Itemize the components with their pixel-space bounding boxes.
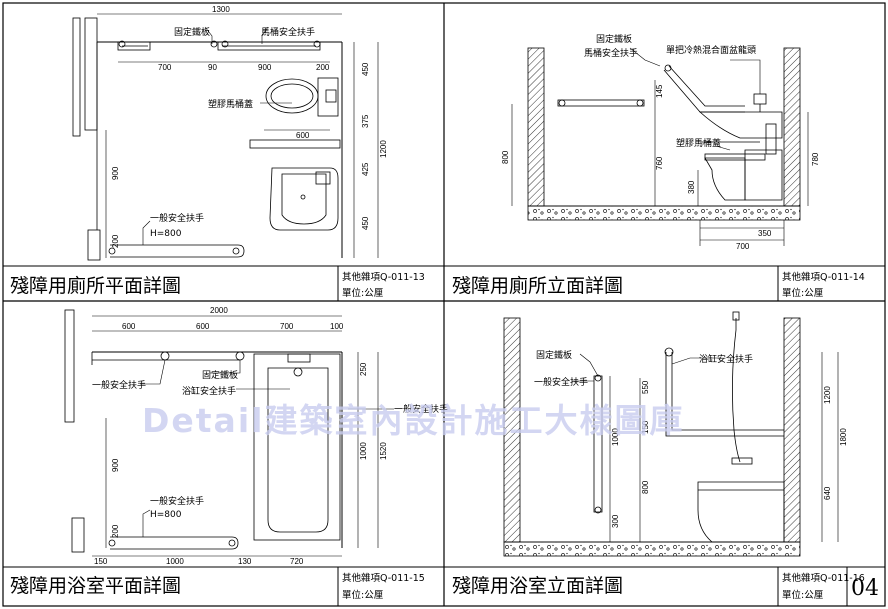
bath-plan-dim-top: 2000 bbox=[210, 306, 228, 315]
toilet-plan-dim-900: 900 bbox=[258, 63, 272, 72]
toilet-plan-drawing bbox=[72, 13, 379, 261]
watermark: Detail建築室內設計施工大樣圖庫 bbox=[142, 401, 684, 440]
toilet-plan-dim-375: 375 bbox=[361, 114, 370, 128]
panel3-code: 其他雜項Q-011-15 bbox=[342, 572, 425, 584]
toilet-plan-dim-top: 1300 bbox=[212, 5, 230, 14]
bath-plan-dim-1520: 1520 bbox=[379, 442, 388, 460]
toilet-elev-dim-145: 145 bbox=[655, 84, 664, 98]
toilet-plan-dim-700: 700 bbox=[158, 63, 172, 72]
toilet-plan-dim-200v: 200 bbox=[111, 234, 120, 248]
bath-plan-general-rail-c-label: 一般安全扶手 bbox=[150, 495, 204, 507]
toilet-elev-dim-700: 700 bbox=[736, 242, 750, 251]
bath-elev-dim-1200: 1200 bbox=[823, 386, 832, 404]
toilet-elev-lid-label: 塑膠馬桶蓋 bbox=[676, 137, 721, 149]
panel4-code: 其他雜項Q-011-16 bbox=[782, 572, 865, 584]
bath-elev-dim-300: 300 bbox=[611, 514, 620, 528]
toilet-elev-fixed-plate-label: 固定鐵板 bbox=[596, 33, 632, 45]
bath-elev-tub-rail-label: 浴缸安全扶手 bbox=[699, 353, 753, 365]
toilet-plan-dim-425: 425 bbox=[361, 162, 370, 176]
bath-elev-general-rail-label: 一般安全扶手 bbox=[534, 376, 588, 388]
panel1-title: 殘障用廁所平面詳圖 bbox=[10, 274, 181, 297]
bath-elev-fixed-plate-label: 固定鐵板 bbox=[536, 349, 572, 361]
toilet-elev-dim-350: 350 bbox=[758, 229, 772, 238]
bath-elev-dim-1000: 1000 bbox=[611, 428, 620, 446]
toilet-elev-toilet-rail-label: 馬桶安全扶手 bbox=[584, 47, 638, 59]
bath-plan-dim-130: 130 bbox=[238, 557, 252, 566]
panel2-code: 其他雜項Q-011-14 bbox=[782, 271, 865, 283]
panel4-unit: 單位:公厘 bbox=[782, 589, 824, 601]
toilet-elev-dim-780: 780 bbox=[811, 152, 820, 166]
bath-plan-dim-600b: 600 bbox=[196, 322, 210, 331]
bath-plan-dim-1000: 1000 bbox=[166, 557, 184, 566]
toilet-elev-dim-800: 800 bbox=[501, 150, 510, 164]
bathroom-elevation-drawing bbox=[503, 311, 839, 557]
panel3-title: 殘障用浴室平面詳圖 bbox=[10, 575, 181, 597]
toilet-plan-dim-450a: 450 bbox=[361, 62, 370, 76]
bath-elev-dim-640: 640 bbox=[823, 486, 832, 500]
bath-elev-dim-550: 550 bbox=[641, 380, 650, 394]
toilet-plan-dim-1200: 1200 bbox=[379, 140, 388, 158]
toilet-elevation-drawing bbox=[511, 47, 809, 246]
bath-plan-dim-1000v: 1000 bbox=[359, 442, 368, 460]
toilet-plan-lid-label: 塑膠馬桶蓋 bbox=[208, 98, 253, 110]
toilet-elev-dim-380: 380 bbox=[687, 180, 696, 194]
toilet-plan-dim-90: 90 bbox=[208, 63, 217, 72]
bath-elev-dim-150: 150 bbox=[641, 420, 650, 434]
bath-plan-general-rail-a-label: 一般安全扶手 bbox=[92, 379, 146, 391]
bath-plan-dim-250: 250 bbox=[359, 362, 368, 376]
bath-plan-dim-600a: 600 bbox=[122, 322, 136, 331]
bathroom-plan-drawing bbox=[64, 309, 394, 557]
bath-plan-tub-rail-label: 浴缸安全扶手 bbox=[182, 385, 236, 397]
toilet-plan-dim-600: 600 bbox=[296, 131, 310, 140]
bath-plan-dim-150: 150 bbox=[94, 557, 108, 566]
toilet-plan-dim-200: 200 bbox=[316, 63, 330, 72]
toilet-plan-fixed-plate-label: 固定鐵板 bbox=[174, 26, 210, 38]
bath-elev-dim-800: 800 bbox=[641, 480, 650, 494]
bath-plan-dim-720: 720 bbox=[290, 557, 304, 566]
panel1-code: 其他雜項Q-011-13 bbox=[342, 271, 425, 283]
bath-plan-dim-700: 700 bbox=[280, 322, 294, 331]
bath-plan-dim-900: 900 bbox=[111, 458, 120, 472]
toilet-plan-general-rail-label: 一般安全扶手 bbox=[150, 212, 204, 224]
panel2-unit: 單位:公厘 bbox=[782, 287, 824, 299]
toilet-elev-dim-760: 760 bbox=[655, 156, 664, 170]
bath-plan-general-rail-b-label: 一般安全扶手 bbox=[394, 403, 448, 415]
toilet-plan-height-label: H=800 bbox=[150, 229, 182, 239]
toilet-plan-dim-900v: 900 bbox=[111, 166, 120, 180]
panel1-unit: 單位:公厘 bbox=[342, 287, 384, 299]
panel2-title: 殘障用廁所立面詳圖 bbox=[452, 274, 623, 297]
panel4-title: 殘障用浴室立面詳圖 bbox=[452, 575, 623, 597]
bath-plan-height-label: H=800 bbox=[150, 510, 182, 520]
toilet-plan-toilet-rail-label: 馬桶安全扶手 bbox=[261, 26, 315, 38]
toilet-elev-faucet-label: 單把冷熱混合面盆龍頭 bbox=[666, 44, 756, 56]
bath-plan-dim-100: 100 bbox=[330, 322, 344, 331]
bath-plan-fixed-plate-label: 固定鐵板 bbox=[202, 369, 238, 381]
bath-plan-dim-200: 200 bbox=[111, 524, 120, 538]
bath-elev-dim-1800: 1800 bbox=[839, 428, 848, 446]
sheet-number: 04 bbox=[851, 576, 879, 601]
panel3-unit: 單位:公厘 bbox=[342, 589, 384, 601]
toilet-plan-dim-450b: 450 bbox=[361, 216, 370, 230]
